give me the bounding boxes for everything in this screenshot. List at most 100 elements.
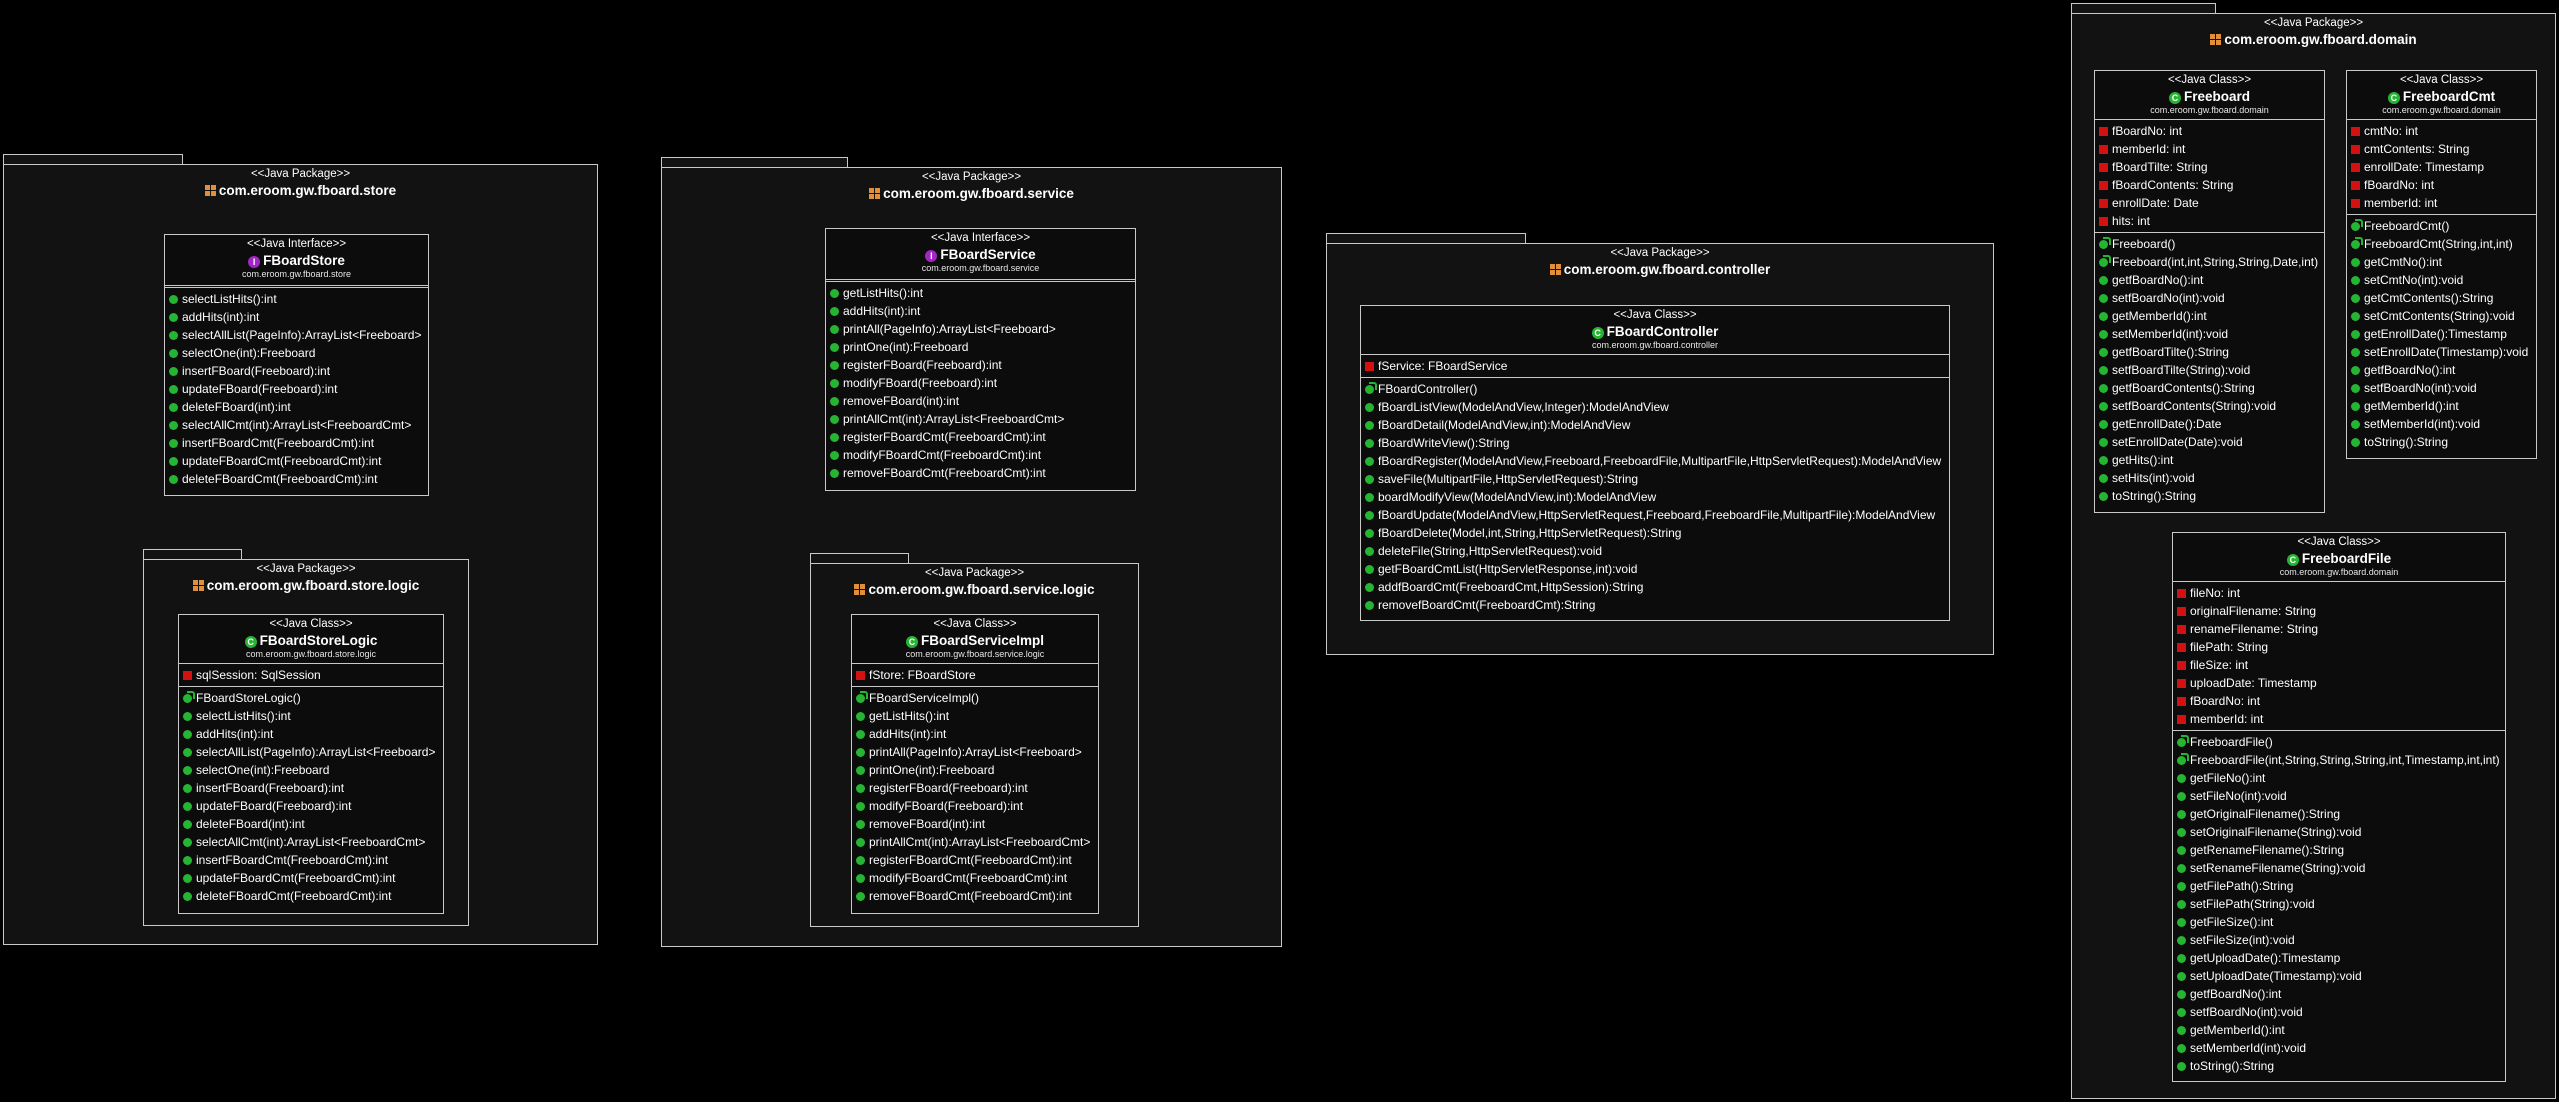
method-row[interactable]: getCmtContents():String: [2351, 289, 2532, 307]
field-row[interactable]: memberId: int: [2351, 194, 2532, 212]
method-row[interactable]: setOriginalFilename(String):void: [2177, 823, 2501, 841]
field-row[interactable]: enrollDate: Date: [2099, 194, 2320, 212]
method-row[interactable]: setfBoardNo(int):void: [2351, 379, 2532, 397]
method-row[interactable]: removeFBoardCmt(FreeboardCmt):int: [830, 464, 1131, 482]
method-row[interactable]: setMemberId(int):void: [2351, 415, 2532, 433]
field-row[interactable]: originalFilename: String: [2177, 602, 2501, 620]
constructor-row[interactable]: FBoardController(): [1365, 380, 1945, 398]
method-row[interactable]: toString():String: [2099, 487, 2320, 505]
method-row[interactable]: deleteFBoardCmt(FreeboardCmt):int: [169, 470, 424, 488]
field-row[interactable]: renameFilename: String: [2177, 620, 2501, 638]
method-row[interactable]: setHits(int):void: [2099, 469, 2320, 487]
field-row[interactable]: fBoardNo: int: [2099, 122, 2320, 140]
method-row[interactable]: getFileNo():int: [2177, 769, 2501, 787]
method-row[interactable]: addHits(int):int: [856, 725, 1094, 743]
method-row[interactable]: printAll(PageInfo):ArrayList<Freeboard>: [830, 320, 1131, 338]
method-row[interactable]: deleteFBoardCmt(FreeboardCmt):int: [183, 887, 439, 905]
method-row[interactable]: printOne(int):Freeboard: [830, 338, 1131, 356]
method-row[interactable]: printAllCmt(int):ArrayList<FreeboardCmt>: [830, 410, 1131, 428]
method-row[interactable]: getMemberId():int: [2099, 307, 2320, 325]
method-row[interactable]: setMemberId(int):void: [2177, 1039, 2501, 1057]
field-row[interactable]: fBoardContents: String: [2099, 176, 2320, 194]
method-row[interactable]: getMemberId():int: [2177, 1021, 2501, 1039]
method-row[interactable]: fBoardDelete(Model,int,String,HttpServle…: [1365, 524, 1945, 542]
method-row[interactable]: saveFile(MultipartFile,HttpServletReques…: [1365, 470, 1945, 488]
method-row[interactable]: modifyFBoard(Freeboard):int: [830, 374, 1131, 392]
field-row[interactable]: fBoardTilte: String: [2099, 158, 2320, 176]
field-row[interactable]: fService: FBoardService: [1365, 357, 1945, 375]
constructor-row[interactable]: FBoardServiceImpl(): [856, 689, 1094, 707]
method-row[interactable]: setCmtNo(int):void: [2351, 271, 2532, 289]
method-row[interactable]: getFBoardCmtList(HttpServletResponse,int…: [1365, 560, 1945, 578]
method-row[interactable]: setRenameFilename(String):void: [2177, 859, 2501, 877]
method-row[interactable]: removeFBoard(int):int: [856, 815, 1094, 833]
constructor-row[interactable]: Freeboard(): [2099, 235, 2320, 253]
field-row[interactable]: fBoardNo: int: [2177, 692, 2501, 710]
method-row[interactable]: getfBoardNo():int: [2351, 361, 2532, 379]
field-row[interactable]: cmtContents: String: [2351, 140, 2532, 158]
method-row[interactable]: setfBoardNo(int):void: [2099, 289, 2320, 307]
method-row[interactable]: fBoardListView(ModelAndView,Integer):Mod…: [1365, 398, 1945, 416]
method-row[interactable]: getHits():int: [2099, 451, 2320, 469]
method-row[interactable]: setUploadDate(Timestamp):void: [2177, 967, 2501, 985]
method-row[interactable]: modifyFBoardCmt(FreeboardCmt):int: [856, 869, 1094, 887]
method-row[interactable]: getfBoardTilte():String: [2099, 343, 2320, 361]
method-row[interactable]: getRenameFilename():String: [2177, 841, 2501, 859]
method-row[interactable]: setFilePath(String):void: [2177, 895, 2501, 913]
method-row[interactable]: getMemberId():int: [2351, 397, 2532, 415]
field-row[interactable]: fileNo: int: [2177, 584, 2501, 602]
method-row[interactable]: updateFBoardCmt(FreeboardCmt):int: [169, 452, 424, 470]
method-row[interactable]: selectOne(int):Freeboard: [169, 344, 424, 362]
method-row[interactable]: getFileSize():int: [2177, 913, 2501, 931]
method-row[interactable]: selectAllList(PageInfo):ArrayList<Freebo…: [169, 326, 424, 344]
method-row[interactable]: getCmtNo():int: [2351, 253, 2532, 271]
method-row[interactable]: getListHits():int: [856, 707, 1094, 725]
method-row[interactable]: registerFBoardCmt(FreeboardCmt):int: [856, 851, 1094, 869]
field-row[interactable]: fBoardNo: int: [2351, 176, 2532, 194]
method-row[interactable]: setfBoardContents(String):void: [2099, 397, 2320, 415]
method-row[interactable]: updateFBoardCmt(FreeboardCmt):int: [183, 869, 439, 887]
method-row[interactable]: setFileSize(int):void: [2177, 931, 2501, 949]
method-row[interactable]: insertFBoard(Freeboard):int: [183, 779, 439, 797]
field-row[interactable]: fStore: FBoardStore: [856, 666, 1094, 684]
field-row[interactable]: memberId: int: [2177, 710, 2501, 728]
field-row[interactable]: cmtNo: int: [2351, 122, 2532, 140]
method-row[interactable]: addHits(int):int: [169, 308, 424, 326]
method-row[interactable]: modifyFBoard(Freeboard):int: [856, 797, 1094, 815]
field-row[interactable]: uploadDate: Timestamp: [2177, 674, 2501, 692]
method-row[interactable]: getEnrollDate():Date: [2099, 415, 2320, 433]
method-row[interactable]: modifyFBoardCmt(FreeboardCmt):int: [830, 446, 1131, 464]
method-row[interactable]: insertFBoard(Freeboard):int: [169, 362, 424, 380]
method-row[interactable]: getfBoardNo():int: [2177, 985, 2501, 1003]
field-row[interactable]: memberId: int: [2099, 140, 2320, 158]
method-row[interactable]: setEnrollDate(Timestamp):void: [2351, 343, 2532, 361]
method-row[interactable]: addfBoardCmt(FreeboardCmt,HttpSession):S…: [1365, 578, 1945, 596]
field-row[interactable]: fileSize: int: [2177, 656, 2501, 674]
method-row[interactable]: updateFBoard(Freeboard):int: [183, 797, 439, 815]
method-row[interactable]: registerFBoard(Freeboard):int: [856, 779, 1094, 797]
method-row[interactable]: boardModifyView(ModelAndView,int):ModelA…: [1365, 488, 1945, 506]
method-row[interactable]: selectAllCmt(int):ArrayList<FreeboardCmt…: [183, 833, 439, 851]
method-row[interactable]: removeFBoardCmt(FreeboardCmt):int: [856, 887, 1094, 905]
method-row[interactable]: getfBoardNo():int: [2099, 271, 2320, 289]
method-row[interactable]: updateFBoard(Freeboard):int: [169, 380, 424, 398]
method-row[interactable]: addHits(int):int: [183, 725, 439, 743]
method-row[interactable]: setMemberId(int):void: [2099, 325, 2320, 343]
method-row[interactable]: fBoardDetail(ModelAndView,int):ModelAndV…: [1365, 416, 1945, 434]
method-row[interactable]: deleteFile(String,HttpServletRequest):vo…: [1365, 542, 1945, 560]
method-row[interactable]: registerFBoardCmt(FreeboardCmt):int: [830, 428, 1131, 446]
method-row[interactable]: fBoardRegister(ModelAndView,Freeboard,Fr…: [1365, 452, 1945, 470]
constructor-row[interactable]: FreeboardCmt(): [2351, 217, 2532, 235]
method-row[interactable]: deleteFBoard(int):int: [183, 815, 439, 833]
method-row[interactable]: setfBoardNo(int):void: [2177, 1003, 2501, 1021]
method-row[interactable]: getEnrollDate():Timestamp: [2351, 325, 2532, 343]
method-row[interactable]: selectListHits():int: [169, 290, 424, 308]
method-row[interactable]: setfBoardTilte(String):void: [2099, 361, 2320, 379]
method-row[interactable]: setCmtContents(String):void: [2351, 307, 2532, 325]
